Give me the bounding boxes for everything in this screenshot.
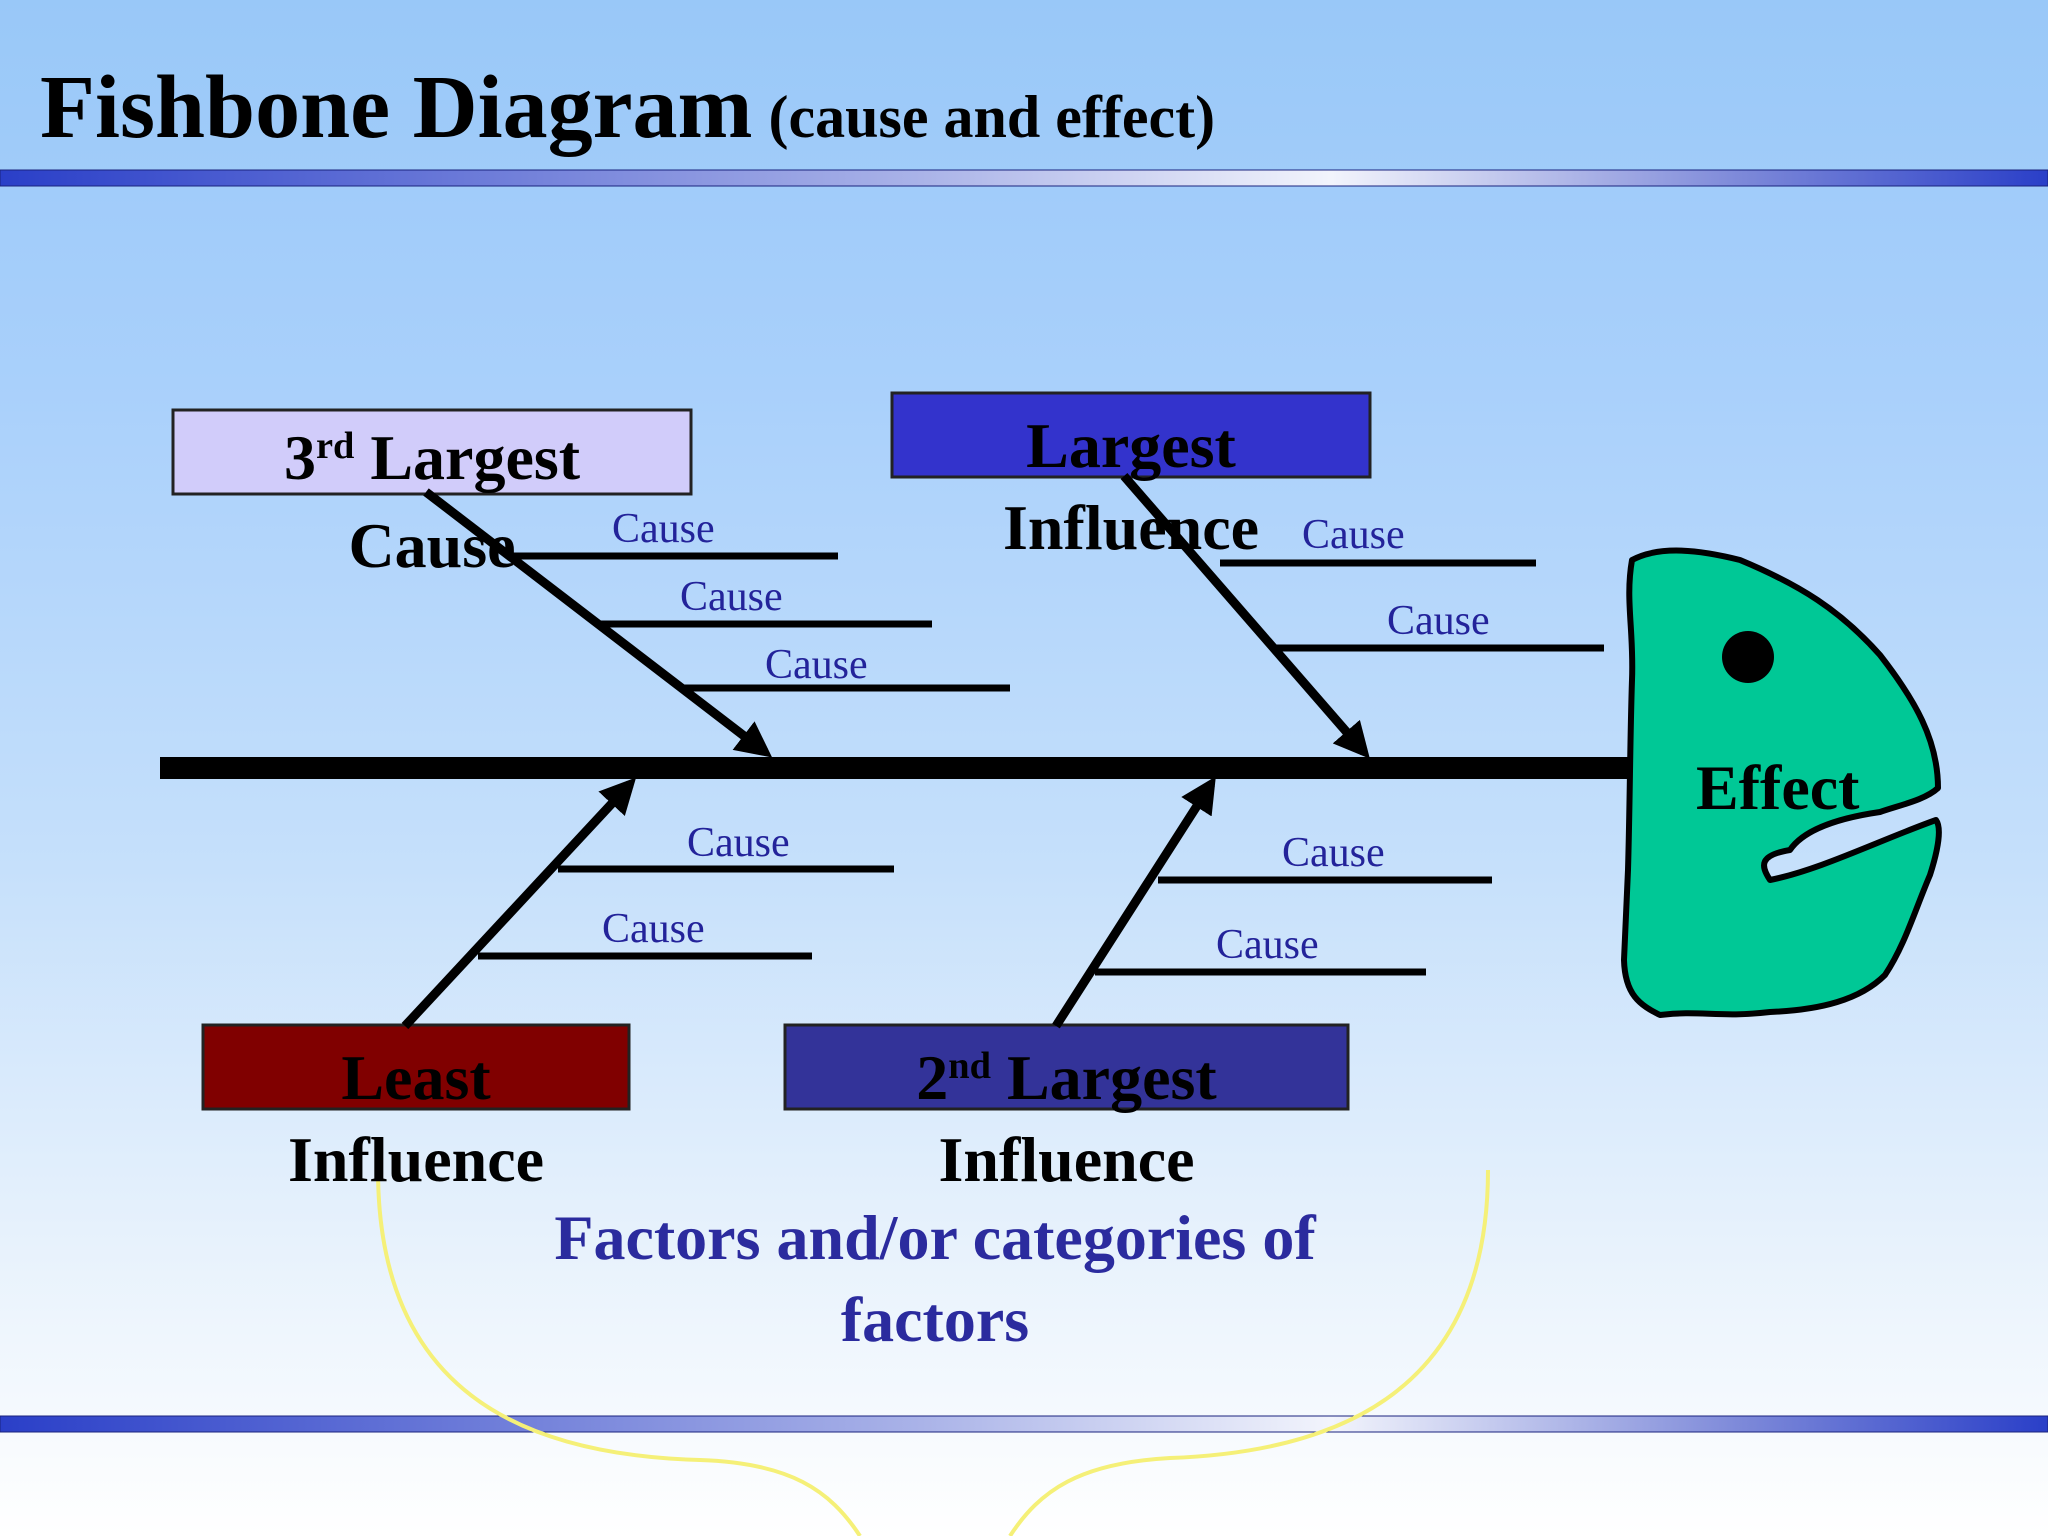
category-box-least bbox=[201, 1023, 631, 1111]
effect-label: Effect bbox=[1696, 752, 1860, 823]
category-label-second: 2nd Largest bbox=[785, 1046, 1348, 1110]
fish-head bbox=[1621, 547, 1942, 1018]
caption-line-2: factors bbox=[840, 1284, 1030, 1355]
cause-label: Cause bbox=[687, 820, 790, 866]
title-rule bbox=[0, 169, 2048, 187]
fish-eye bbox=[1722, 631, 1774, 683]
grouping-brace bbox=[376, 1169, 1490, 1536]
cause-label: Cause bbox=[612, 506, 715, 552]
category-label-largest-line2: Influence bbox=[1003, 492, 1259, 563]
caption-line-1: Factors and/or categories of bbox=[554, 1202, 1316, 1273]
category-box-largest bbox=[890, 391, 1372, 479]
category-box-second bbox=[783, 1023, 1350, 1111]
cause-label: Cause bbox=[1282, 830, 1385, 876]
category-label-third: 3rd Largest bbox=[173, 426, 691, 490]
cause-label: Cause bbox=[1302, 512, 1405, 558]
ordinal-suffix: nd bbox=[948, 1044, 991, 1087]
category-label-least: Least bbox=[341, 1042, 491, 1113]
page-title: Fishbone Diagram(cause and effect) bbox=[40, 56, 1215, 159]
category-word: Largest bbox=[1006, 1042, 1217, 1113]
footer-rule bbox=[0, 1415, 2048, 1433]
category-label-second-line2: Influence bbox=[938, 1124, 1195, 1195]
bone-least bbox=[401, 777, 637, 1030]
bone-second bbox=[1052, 776, 1216, 1029]
bone-third bbox=[423, 488, 773, 758]
title-main: Fishbone Diagram bbox=[40, 58, 753, 157]
cause-label: Cause bbox=[680, 574, 783, 620]
category-box-third bbox=[171, 408, 693, 496]
cause-label: Cause bbox=[1216, 922, 1319, 968]
ordinal-number: 2 bbox=[916, 1042, 949, 1113]
title-subtitle: (cause and effect) bbox=[768, 84, 1216, 150]
category-word: Largest bbox=[370, 422, 581, 493]
cause-label: Cause bbox=[1387, 598, 1490, 644]
cause-label: Cause bbox=[765, 642, 868, 688]
bone-largest bbox=[1120, 473, 1370, 759]
category-label-third-line2: Cause bbox=[348, 510, 516, 581]
ordinal-suffix: rd bbox=[315, 424, 355, 467]
ordinal-number: 3 bbox=[283, 422, 316, 493]
category-label-largest: Largest bbox=[1026, 410, 1236, 481]
cause-label: Cause bbox=[602, 906, 705, 952]
category-label-least-line2: Influence bbox=[288, 1124, 544, 1195]
